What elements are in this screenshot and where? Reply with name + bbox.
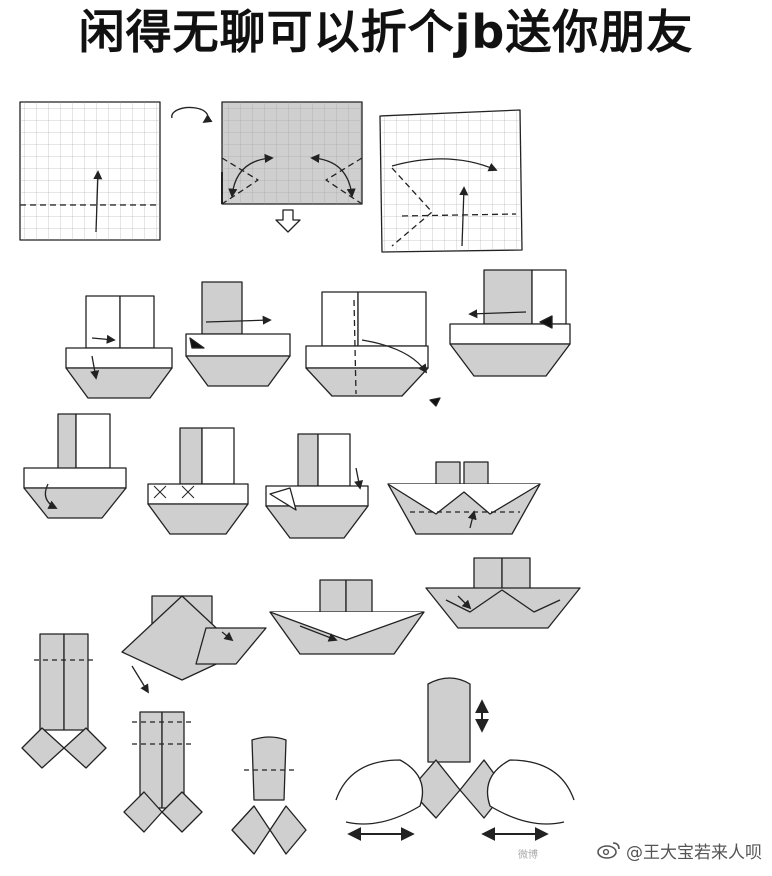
step-11 xyxy=(387,461,541,535)
step-18-final xyxy=(335,677,575,841)
step-16 xyxy=(123,711,203,833)
step-3-square xyxy=(379,109,523,253)
step-12 xyxy=(121,595,267,694)
step-17 xyxy=(231,736,307,855)
watermark-small-text: 微博 xyxy=(518,850,538,861)
watermark-text: @王大宝若来人呗 xyxy=(626,842,762,863)
step-5 xyxy=(185,281,291,387)
step-1-square xyxy=(19,101,161,241)
turn-over-icon xyxy=(171,106,213,123)
watermark: @王大宝若来人呗 xyxy=(596,838,762,863)
step-9 xyxy=(147,427,249,535)
step-4 xyxy=(65,295,173,399)
step-13 xyxy=(269,579,425,655)
step-14 xyxy=(425,557,581,629)
step-15 xyxy=(21,633,107,769)
step-6 xyxy=(305,291,441,407)
step-10 xyxy=(265,433,369,539)
step-8 xyxy=(23,413,127,519)
page-title: 闲得无聊可以折个jb送你朋友 xyxy=(78,5,694,59)
step-7 xyxy=(449,269,571,377)
step-2-square xyxy=(221,101,363,233)
weibo-logo-icon xyxy=(597,842,620,859)
